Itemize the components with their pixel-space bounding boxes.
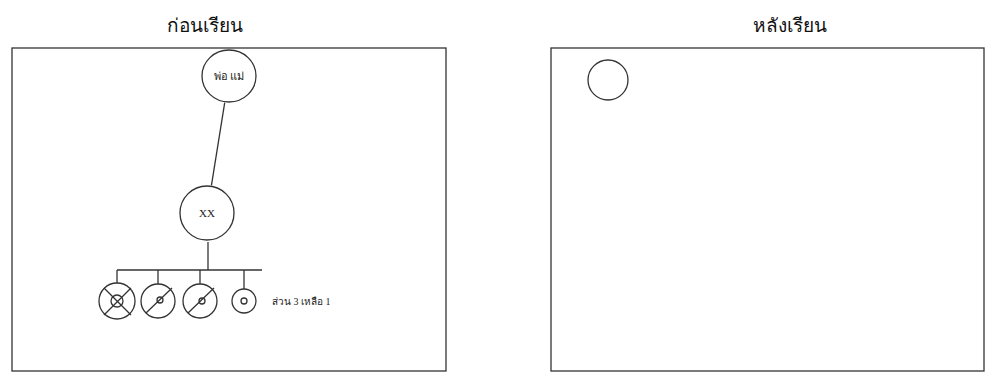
before-panel: [12, 48, 446, 371]
branch-line: [116, 270, 117, 283]
branch-line: [199, 270, 200, 284]
branch-line: [157, 270, 158, 284]
circle-node: XX: [179, 185, 235, 241]
after-panel: [551, 48, 984, 371]
panel-heading: หลังเรียน: [753, 10, 827, 40]
connector-line: [211, 103, 224, 186]
branch-line: [243, 270, 244, 289]
handwritten-note: ส่วน 3 เหลือ 1: [272, 294, 331, 309]
branch-line: [207, 242, 208, 270]
panel-heading: ก่อนเรียน: [167, 10, 243, 40]
crossed-circle: [99, 283, 135, 319]
crossed-circle: [183, 284, 217, 318]
node-text: XX: [199, 207, 215, 219]
circle-node: พ่อ แม่: [201, 49, 257, 103]
crossed-circle: [141, 284, 175, 318]
plain-circle: [232, 289, 256, 313]
plain-circle: [588, 60, 628, 100]
branch-line: [117, 269, 262, 270]
node-text: พ่อ แม่: [214, 67, 245, 85]
